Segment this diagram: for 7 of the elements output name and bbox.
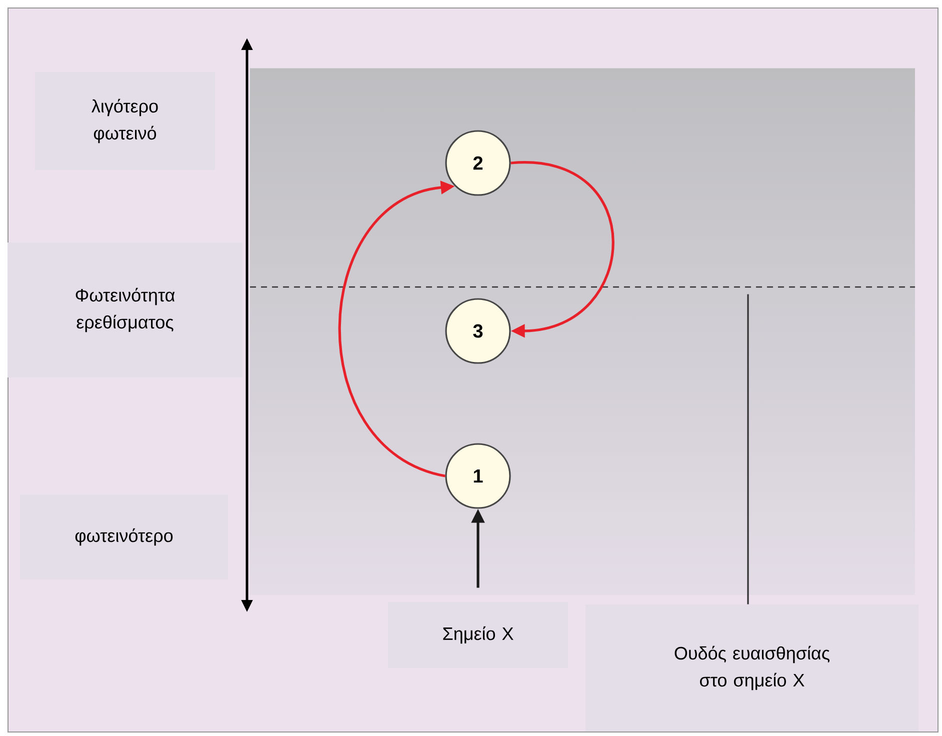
label-box: Φωτεινότητα ερεθίσματος xyxy=(8,242,242,378)
label-box: Ουδός ευαισθησίας στο σημείο X xyxy=(586,604,919,732)
label-box: φωτεινότερο xyxy=(20,494,228,580)
curved-arrow xyxy=(510,162,614,338)
leader-line xyxy=(747,294,749,604)
label-box: λιγότερο φωτεινό xyxy=(35,72,215,170)
label-box: Σημείο X xyxy=(388,602,568,668)
